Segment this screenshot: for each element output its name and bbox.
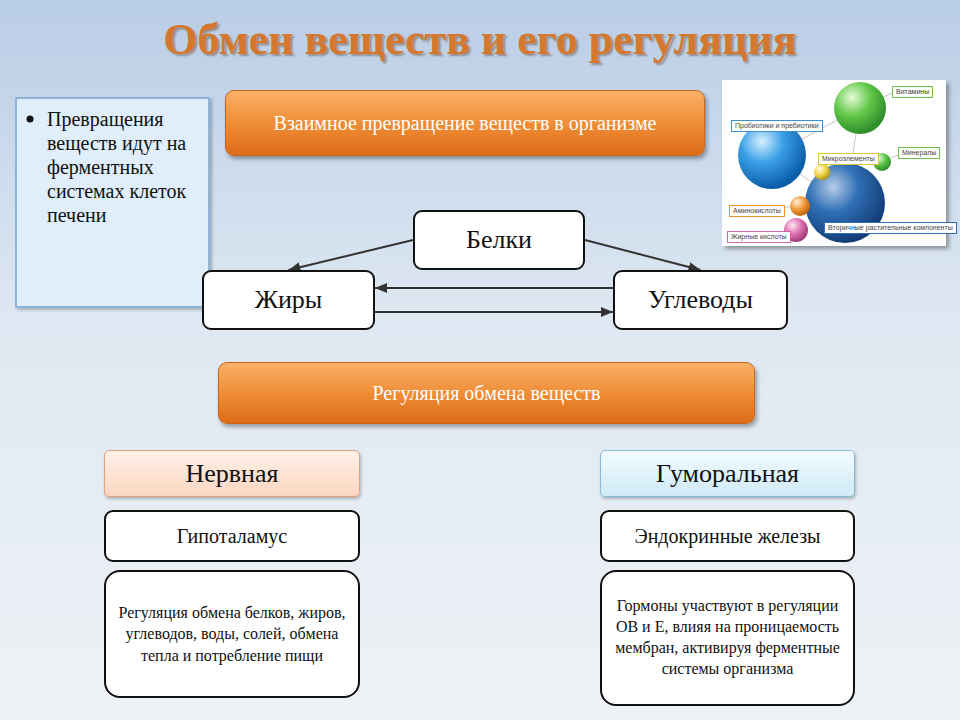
node-text: Жиры [255, 284, 323, 315]
process-box: Гипоталамус [104, 510, 360, 562]
node-text: Гуморальная [656, 458, 799, 489]
process-box: Регуляция обмена белков, жиров, углеводо… [104, 570, 360, 698]
arrow-connector [289, 240, 414, 270]
picture-label: Микроэлементы [818, 153, 879, 165]
node-text: Регуляция обмена белков, жиров, углеводо… [118, 602, 346, 667]
arrow-connector [375, 311, 613, 313]
note-box: Превращения веществ идут на ферментных с… [15, 97, 210, 308]
sphere [790, 196, 810, 216]
picture-label: Витамины [892, 86, 933, 98]
process-box: Гуморальная [600, 450, 855, 497]
node-text: Гормоны участвуют в регуляции ОВ и Е, вл… [614, 596, 841, 679]
process-box: Нервная [104, 450, 360, 497]
node-text: Взаимное превращение веществ в организме [274, 111, 657, 135]
picture-label: Аминокислоты [729, 205, 785, 217]
arrow-connector [375, 287, 613, 289]
node-text: Эндокринные железы [634, 525, 820, 547]
page-title: Обмен веществ и его регуляция [0, 14, 960, 65]
node-text: Превращения веществ идут на ферментных с… [47, 107, 200, 227]
process-box: Белки [413, 210, 585, 270]
sphere [814, 164, 830, 180]
picture-label: Пробиотики и пребиотики [731, 120, 823, 132]
picture-label: Вторичные растительные компоненты [824, 222, 957, 234]
node-text: Белки [466, 224, 532, 255]
process-box: Жиры [202, 270, 375, 330]
node-text: Нервная [185, 458, 278, 489]
bullet-mark [25, 110, 39, 130]
picture-label: Минералы [898, 147, 940, 159]
process-box: Эндокринные железы [600, 510, 855, 562]
node-text: Углеводы [648, 284, 753, 315]
heading-band: Взаимное превращение веществ в организме [225, 90, 705, 156]
sphere [834, 82, 886, 134]
process-box: Углеводы [613, 270, 788, 330]
arrow-connector [585, 240, 701, 270]
node-text: Регуляция обмена веществ [373, 381, 601, 405]
process-box: Гормоны участвуют в регуляции ОВ и Е, вл… [600, 570, 855, 706]
heading-band: Регуляция обмена веществ [218, 362, 755, 424]
node-text: Гипоталамус [177, 524, 287, 548]
picture-label: Жирные кислоты [727, 231, 791, 243]
